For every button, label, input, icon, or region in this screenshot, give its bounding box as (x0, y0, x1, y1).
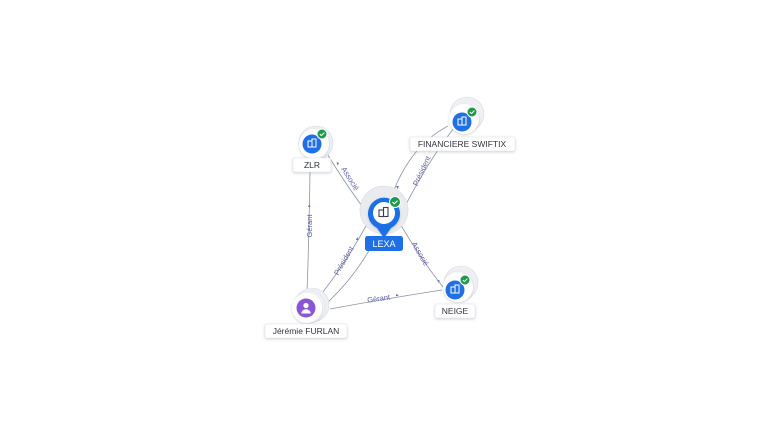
node-label-financiere-swiftix: FINANCIERE SWIFTIX (418, 139, 507, 149)
node-financiere-swiftix[interactable]: FINANCIERE SWIFTIX (409, 96, 516, 152)
check-icon (459, 274, 471, 286)
check-icon (389, 196, 401, 208)
edge-furlan-neige[interactable]: Gérant (329, 289, 443, 310)
node-label-jeremie-furlan: Jérémie FURLAN (273, 326, 340, 336)
person-icon (301, 302, 311, 314)
building-icon (378, 206, 389, 218)
edge-label-lexa-neige: Associé (410, 240, 431, 267)
node-neige[interactable]: NEIGE (434, 265, 479, 319)
edge-label-furlan-lexa: Président (332, 244, 356, 277)
building-icon (307, 138, 317, 148)
edge-furlan-zlr[interactable]: Gérant (305, 171, 314, 293)
node-lexa[interactable]: LEXA (359, 185, 409, 251)
node-label-lexa: LEXA (372, 239, 395, 249)
edge-furlan-lexa[interactable]: Président (317, 223, 377, 305)
edge-label-furlan-zlr: Gérant (305, 214, 314, 238)
edge-lexa-neige[interactable]: Associé (398, 221, 444, 288)
building-icon (450, 284, 460, 294)
check-icon (466, 106, 478, 118)
edge-label-furlan-neige: Gérant (367, 292, 392, 304)
node-label-neige: NEIGE (442, 306, 469, 316)
edge-label-lexa-swiftix: Président (411, 154, 433, 187)
building-icon (457, 116, 467, 126)
node-label-zlr: ZLR (304, 160, 320, 170)
check-icon (316, 128, 328, 140)
node-zlr[interactable]: ZLR (292, 125, 334, 173)
edge-lexa-zlr[interactable]: Associé (325, 151, 363, 207)
node-jeremie-furlan[interactable]: Jérémie FURLAN (264, 287, 348, 339)
